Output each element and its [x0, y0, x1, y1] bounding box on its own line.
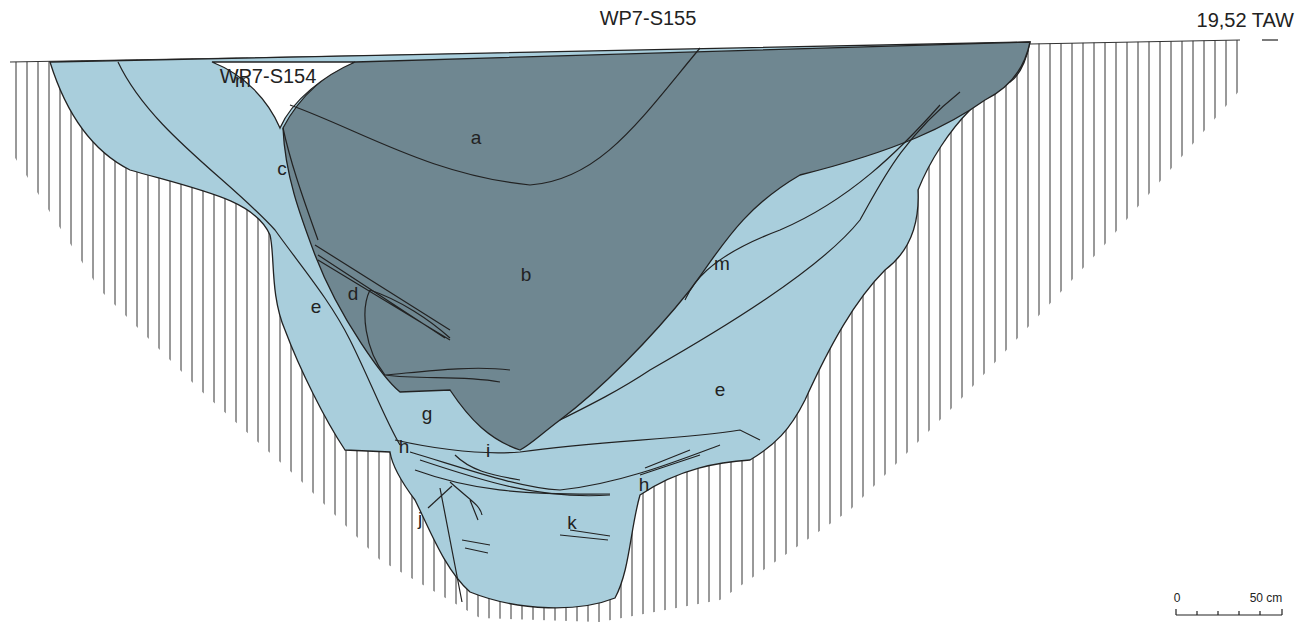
ground-hatching — [10, 40, 1240, 622]
layer-letter: m — [714, 254, 730, 273]
layer-boundary — [560, 92, 960, 420]
layer-letter: m — [235, 71, 251, 90]
light-layers — [50, 42, 1030, 608]
scale-label: 0 — [1174, 592, 1181, 604]
scale-label: 50 cm — [1250, 592, 1283, 604]
layer-boundary — [685, 105, 940, 300]
layer-letter: b — [521, 265, 532, 284]
layer-boundary — [395, 430, 760, 453]
layer-letter: d — [348, 284, 359, 303]
datum-tick — [1262, 39, 1278, 40]
leader-line — [428, 486, 452, 508]
layer-letter: j — [418, 509, 422, 528]
layer-letter: h — [639, 475, 650, 494]
layer-letter: h — [399, 437, 410, 456]
site-label: WP7-S155 — [600, 8, 697, 28]
layer-letter: e — [311, 297, 322, 316]
layer-boundary — [290, 48, 700, 185]
layer-letter: g — [422, 404, 433, 423]
notch — [212, 62, 355, 128]
elevation-label: 19,52 TAW — [1197, 10, 1294, 30]
dark-layers — [283, 42, 1030, 450]
layer-letter: i — [486, 441, 490, 460]
layer-letter: c — [277, 159, 287, 178]
layer-letter: e — [715, 380, 726, 399]
layer-boundary — [365, 290, 510, 382]
site-label: WP7-S154 — [220, 66, 317, 86]
layer-boundary — [440, 482, 610, 602]
layer-boundary — [118, 62, 400, 445]
layer-boundary — [315, 245, 450, 340]
layer-boundary — [283, 128, 318, 240]
layer-letter: a — [471, 128, 482, 147]
scale-bar — [1176, 609, 1282, 615]
layer-boundary — [415, 450, 700, 494]
layer-letter: k — [567, 513, 577, 532]
